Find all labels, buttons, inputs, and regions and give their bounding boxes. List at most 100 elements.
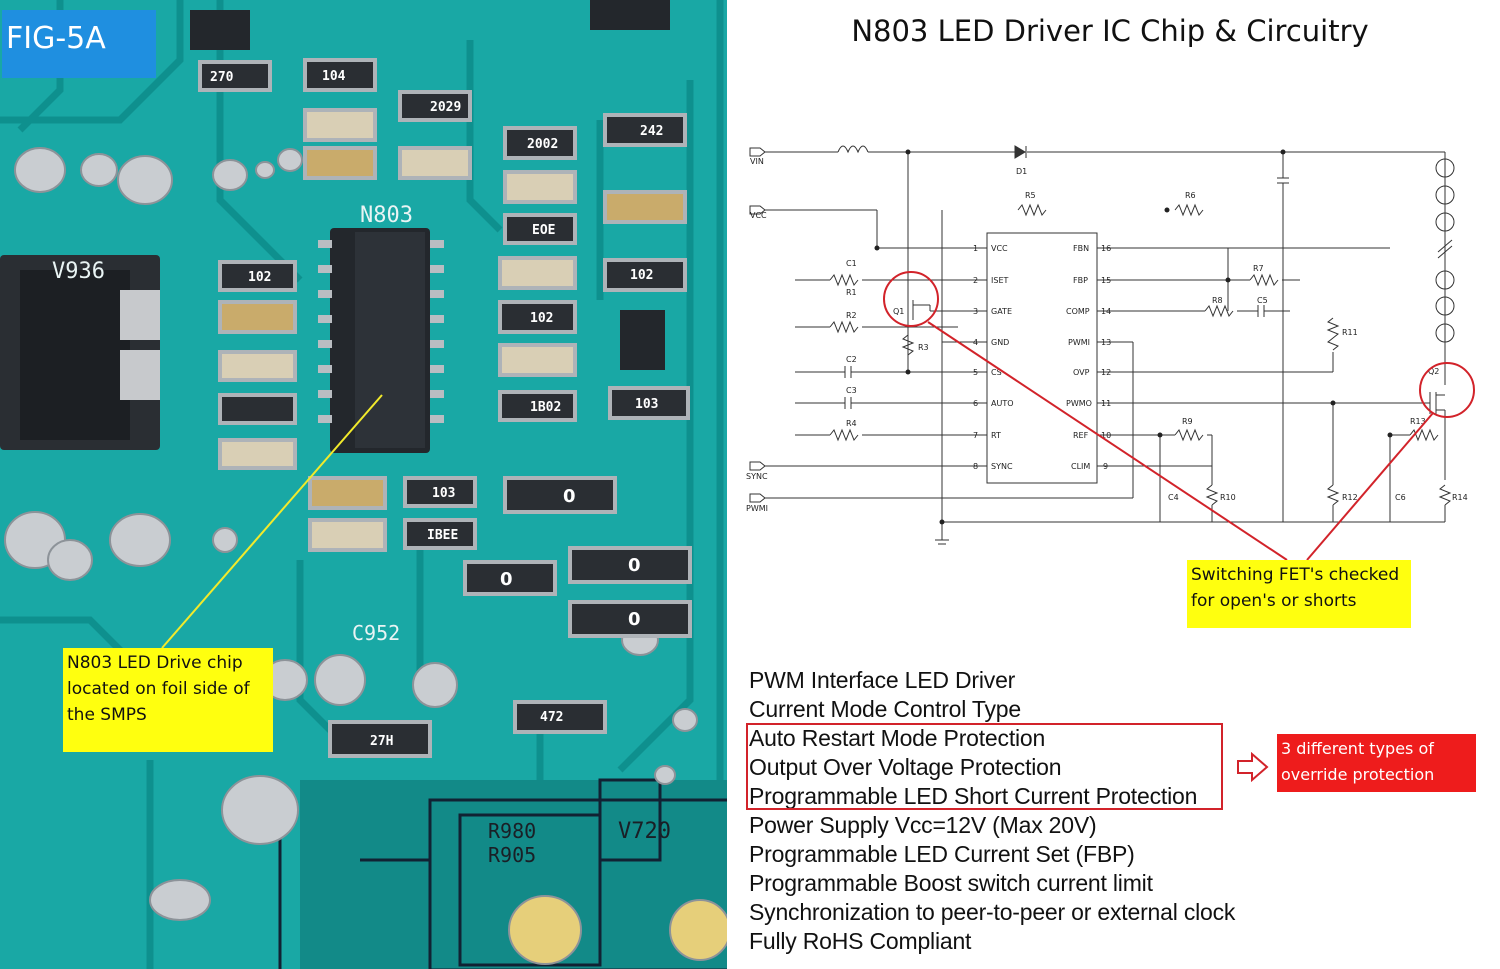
component-label: C5 bbox=[1257, 296, 1268, 305]
silk-v720: V720 bbox=[618, 819, 671, 844]
diagram-title: N803 LED Driver IC Chip & Circuitry bbox=[851, 14, 1369, 48]
svg-text:0: 0 bbox=[563, 486, 576, 507]
silk-n803: N803 bbox=[360, 203, 413, 228]
component-label: R13 bbox=[1410, 417, 1426, 426]
component-label: Q2 bbox=[1428, 367, 1439, 376]
pin-name: ISET bbox=[991, 276, 1008, 285]
svg-text:1B02: 1B02 bbox=[530, 400, 561, 415]
component-label: R5 bbox=[1025, 191, 1036, 200]
svg-text:R905: R905 bbox=[488, 843, 536, 867]
schematic: VIN VCC SYNC PWMI D1 R5 R6 C1 R1 R2 Q1 R… bbox=[746, 145, 1468, 545]
feature-item: Power Supply Vcc=12V (Max 20V) bbox=[749, 812, 1097, 838]
input-label: SYNC bbox=[746, 472, 768, 481]
svg-text:102: 102 bbox=[530, 311, 553, 326]
svg-text:2002: 2002 bbox=[527, 137, 558, 152]
pin-number: 9 bbox=[1103, 462, 1108, 471]
svg-text:104: 104 bbox=[322, 69, 346, 84]
arrow-right-icon bbox=[1237, 752, 1269, 782]
pin-number: 7 bbox=[973, 431, 978, 440]
svg-text:27H: 27H bbox=[370, 734, 393, 749]
ic-body bbox=[986, 232, 1098, 484]
pin-number: 8 bbox=[973, 462, 978, 471]
pin-name: COMP bbox=[1066, 307, 1090, 316]
component-label: Q1 bbox=[893, 307, 904, 316]
fet-check-note: Switching FET's checked for open's or sh… bbox=[1187, 560, 1411, 628]
pcb-drawing: N803 V936 V720 R980 R905 C952 270 104 20… bbox=[0, 0, 727, 969]
pin-name: SYNC bbox=[991, 462, 1013, 471]
svg-text:IBEE: IBEE bbox=[427, 528, 458, 543]
pin-number: 1 bbox=[973, 244, 978, 253]
svg-text:103: 103 bbox=[635, 397, 658, 412]
pin-name: PWMO bbox=[1066, 399, 1092, 408]
chip-location-note: N803 LED Drive chip located on foil side… bbox=[63, 648, 273, 752]
component-label: R9 bbox=[1182, 417, 1193, 426]
component-label: C6 bbox=[1395, 493, 1406, 502]
feature-item: Current Mode Control Type bbox=[749, 696, 1021, 722]
component-label: R1 bbox=[846, 288, 857, 297]
svg-text:C952: C952 bbox=[352, 621, 400, 645]
pin-number: 2 bbox=[973, 276, 978, 285]
pin-name: GND bbox=[991, 338, 1009, 347]
input-label: PWMI bbox=[746, 504, 768, 513]
pin-name: REF bbox=[1073, 431, 1089, 440]
component-label: R8 bbox=[1212, 296, 1223, 305]
feature-item: Programmable LED Current Set (FBP) bbox=[749, 841, 1135, 867]
feature-item: PWM Interface LED Driver bbox=[749, 667, 1016, 693]
silk-v936: V936 bbox=[52, 259, 105, 284]
feature-item: Programmable Boost switch current limit bbox=[749, 870, 1153, 896]
pin-name: RT bbox=[991, 431, 1001, 440]
component-label: R6 bbox=[1185, 191, 1196, 200]
component-label: R11 bbox=[1342, 328, 1358, 337]
feature-item: Synchronization to peer-to-peer or exter… bbox=[749, 899, 1236, 925]
pin-name: VCC bbox=[991, 244, 1008, 253]
pin-number: 15 bbox=[1101, 276, 1111, 285]
pin-number: 13 bbox=[1101, 338, 1111, 347]
pin-name: CS bbox=[991, 368, 1002, 377]
svg-text:472: 472 bbox=[540, 710, 563, 725]
svg-text:242: 242 bbox=[640, 124, 663, 139]
protection-highlight-box bbox=[746, 723, 1223, 810]
component-label: R3 bbox=[918, 343, 929, 352]
input-label: VIN bbox=[750, 157, 764, 166]
component-label: C3 bbox=[846, 386, 857, 395]
component-label: R12 bbox=[1342, 493, 1358, 502]
feature-item: Fully RoHS Compliant bbox=[749, 928, 972, 954]
svg-text:R980: R980 bbox=[488, 819, 536, 843]
svg-text:0: 0 bbox=[500, 569, 513, 590]
feature-list: PWM Interface LED Driver Current Mode Co… bbox=[749, 666, 1235, 956]
pin-name: PWMI bbox=[1068, 338, 1090, 347]
svg-text:102: 102 bbox=[248, 270, 271, 285]
pin-name: FBN bbox=[1073, 244, 1089, 253]
component-label: R10 bbox=[1220, 493, 1236, 502]
component-label: C2 bbox=[846, 355, 857, 364]
svg-text:0: 0 bbox=[628, 555, 641, 576]
svg-text:103: 103 bbox=[432, 486, 455, 501]
input-label: VCC bbox=[750, 211, 767, 220]
svg-text:0: 0 bbox=[628, 609, 641, 630]
svg-text:102: 102 bbox=[630, 268, 653, 283]
pin-number: 4 bbox=[973, 338, 978, 347]
pin-number: 6 bbox=[973, 399, 978, 408]
pin-number: 14 bbox=[1101, 307, 1111, 316]
svg-text:EOE: EOE bbox=[532, 223, 555, 238]
figure-badge: FIG-5A bbox=[2, 10, 156, 78]
feature-item: Programmable LED Short Current Protectio… bbox=[749, 783, 1198, 809]
component-label: R7 bbox=[1253, 264, 1264, 273]
pin-number: 10 bbox=[1101, 431, 1111, 440]
pin-name: CLIM bbox=[1071, 462, 1090, 471]
component-label: R2 bbox=[846, 311, 857, 320]
component-label: D1 bbox=[1016, 167, 1027, 176]
component-label: C4 bbox=[1168, 493, 1179, 502]
component-label: R4 bbox=[846, 419, 857, 428]
svg-text:2029: 2029 bbox=[430, 100, 461, 115]
pin-name: GATE bbox=[991, 307, 1012, 316]
pin-number: 5 bbox=[973, 368, 978, 377]
pin-number: 16 bbox=[1101, 244, 1111, 253]
pin-name: AUTO bbox=[991, 399, 1014, 408]
feature-item: Auto Restart Mode Protection bbox=[749, 725, 1046, 751]
svg-text:270: 270 bbox=[210, 70, 234, 85]
feature-item: Output Over Voltage Protection bbox=[749, 754, 1062, 780]
pin-name: OVP bbox=[1073, 368, 1090, 377]
pcb-photo: N803 V936 V720 R980 R905 C952 270 104 20… bbox=[0, 0, 727, 969]
pin-name: FBP bbox=[1073, 276, 1088, 285]
